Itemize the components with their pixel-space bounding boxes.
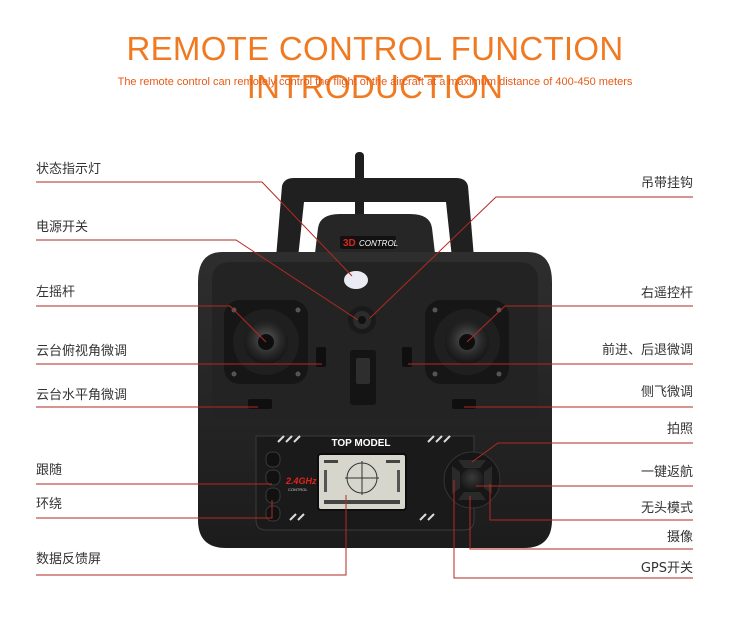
label-follow: 跟随 bbox=[36, 463, 63, 478]
label-gimbal-pan-trim: 云台水平角微调 bbox=[36, 388, 128, 403]
svg-text:CONTROL: CONTROL bbox=[288, 487, 308, 492]
label-forward-backward-trim: 前进、后退微调 bbox=[601, 343, 693, 358]
leader-left-joystick bbox=[36, 305, 267, 343]
page-title: REMOTE CONTROL FUNCTION INTRODUCTION bbox=[126, 30, 624, 105]
forward-backward-trim-switch[interactable] bbox=[402, 347, 412, 367]
one-key-return-button bbox=[460, 468, 484, 492]
label-data-feedback-screen: 数据反馈屏 bbox=[36, 552, 102, 567]
status-indicator-light bbox=[344, 271, 368, 289]
svg-text:2.4GHz: 2.4GHz bbox=[285, 476, 317, 486]
label-right-joystick: 右遥控杆 bbox=[640, 286, 693, 301]
frequency-badge: 2.4GHz CONTROL bbox=[285, 476, 317, 492]
leader-orbit bbox=[36, 500, 273, 519]
gimbal-tilt-trim-switch[interactable] bbox=[316, 347, 326, 367]
data-feedback-screen bbox=[317, 453, 407, 511]
label-side-flight-trim: 侧飞微调 bbox=[640, 385, 693, 400]
leader-power-switch bbox=[36, 239, 359, 321]
leader-photo bbox=[471, 442, 693, 463]
label-power-switch: 电源开关 bbox=[36, 220, 89, 235]
label-orbit: 环绕 bbox=[36, 497, 63, 512]
follow-button[interactable] bbox=[265, 451, 281, 468]
orbit-button[interactable] bbox=[265, 469, 281, 522]
carry-handle bbox=[276, 178, 474, 258]
label-gimbal-tilt-trim: 云台俯视角微调 bbox=[36, 344, 128, 359]
label-gps-switch: GPS开关 bbox=[640, 561, 693, 576]
page-subtitle: The remote control can remotely control … bbox=[117, 76, 633, 88]
label-one-key-return: 一键返航 bbox=[640, 465, 693, 480]
label-left-joystick: 左摇杆 bbox=[36, 285, 76, 300]
leader-gps-switch bbox=[453, 480, 693, 579]
label-lanyard-hook: 吊带挂钩 bbox=[640, 176, 693, 191]
leader-data-feedback-screen bbox=[36, 495, 347, 576]
leader-headless-mode bbox=[489, 484, 693, 521]
leader-status-indicator-light bbox=[36, 181, 353, 277]
leader-lanyard-hook bbox=[369, 196, 693, 319]
label-status-indicator-light: 状态指示灯 bbox=[36, 162, 102, 177]
power-switch[interactable] bbox=[348, 306, 376, 334]
video-button bbox=[458, 492, 486, 500]
leader-lines bbox=[36, 181, 693, 579]
3d-control-badge: 3D CONTROL bbox=[340, 236, 398, 249]
center-slider-knob[interactable] bbox=[356, 358, 370, 384]
brand-label: TOP MODEL bbox=[331, 438, 390, 449]
panel-stripes bbox=[277, 435, 451, 521]
svg-text:3D: 3D bbox=[343, 238, 356, 249]
leader-right-joystick bbox=[466, 305, 693, 343]
label-video: 摄像 bbox=[666, 530, 693, 545]
leader-video bbox=[469, 496, 693, 550]
label-photo: 拍照 bbox=[666, 422, 693, 437]
dpad-cluster[interactable] bbox=[443, 451, 501, 509]
label-headless-mode: 无头模式 bbox=[640, 501, 693, 516]
photo-button bbox=[458, 460, 486, 468]
svg-text:CONTROL: CONTROL bbox=[359, 239, 398, 248]
